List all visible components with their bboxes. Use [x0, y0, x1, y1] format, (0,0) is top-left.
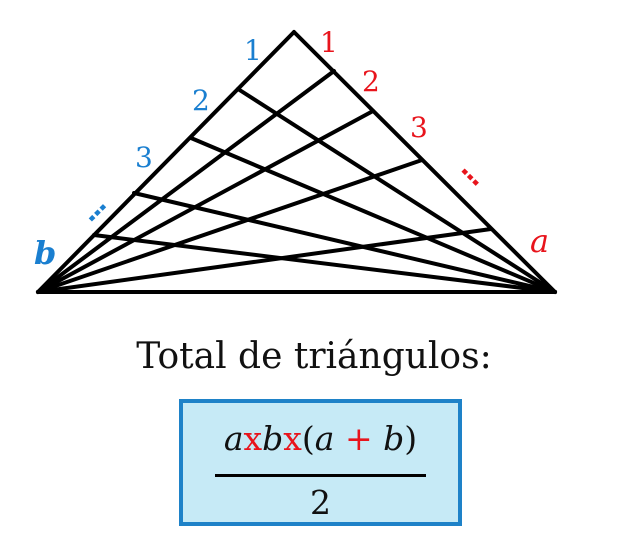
right-label-2: 2: [362, 65, 380, 98]
cevian-right-to-left-3: [132, 191, 557, 294]
formula-a: a: [223, 419, 244, 458]
right-label-1: 1: [320, 26, 338, 59]
right-label-3: 3: [410, 111, 428, 144]
left-variable-b: b: [34, 234, 56, 272]
left-label-2: 2: [192, 84, 210, 117]
formula-box: axbx(a + b) 2: [179, 399, 462, 526]
cevian-right-to-left-2: [189, 136, 557, 294]
triangle-left-side: [36, 30, 296, 294]
right-variable-a: a: [530, 222, 549, 260]
formula-b: b: [262, 419, 284, 458]
fraction-bar: [215, 474, 426, 477]
triangle-right-side: [292, 30, 557, 294]
formula-b-sum: b: [383, 419, 405, 458]
cevian-left-to-right-4: [36, 227, 493, 294]
formula-close-paren: ): [404, 419, 418, 458]
left-ellipsis: ⋮: [77, 194, 117, 234]
formula-fraction: axbx(a + b) 2: [183, 403, 458, 522]
formula-denominator: 2: [310, 483, 331, 522]
cevian-left-to-right-3: [36, 158, 424, 294]
left-label-3: 3: [135, 141, 153, 174]
triangle-diagram: 1 2 3 ⋮ b 1 2 3 ⋮ a: [34, 26, 557, 294]
formula-open-paren: (: [301, 419, 315, 458]
cevian-right-to-left-4: [92, 233, 557, 294]
formula-times-2: x: [283, 419, 302, 458]
left-label-1: 1: [244, 34, 262, 67]
cevian-right-to-left-1: [236, 87, 557, 294]
formula-numerator: axbx(a + b): [183, 419, 458, 458]
cevian-left-to-right-1: [36, 69, 336, 294]
formula-a-sum: a: [314, 419, 335, 458]
formula-times-1: x: [243, 419, 263, 458]
formula-plus: +: [334, 419, 384, 458]
caption-total-triangles: Total de triángulos:: [136, 336, 492, 377]
